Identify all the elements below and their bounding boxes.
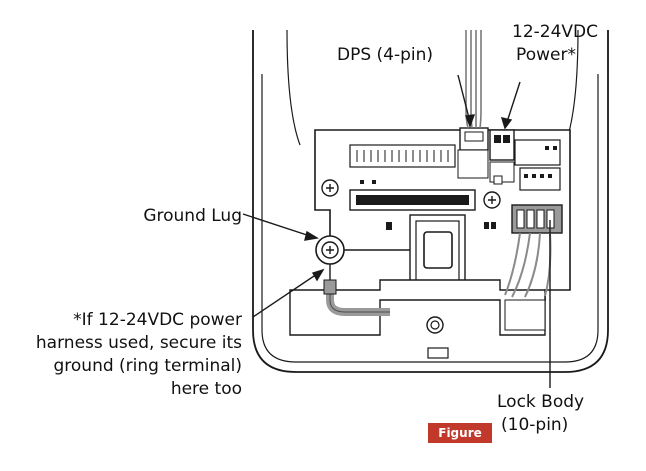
ground-lug-label: Ground Lug [143, 206, 242, 226]
leader-lines [242, 74, 551, 388]
housing-inner-outline [261, 74, 599, 363]
note-line4: here too [170, 379, 242, 399]
power-label-line1: 12-24VDC [512, 22, 598, 42]
ground-lug [315, 235, 345, 280]
lock-body-connector [511, 204, 563, 234]
bracket-screw [426, 316, 444, 334]
note-line1: *If 12-24VDC power [73, 310, 242, 330]
figure-label: Figure 27 [428, 423, 492, 460]
mounting-bracket [289, 279, 546, 336]
header-pins [356, 150, 449, 162]
board-screw-left [321, 179, 339, 197]
housing-outline [252, 30, 609, 373]
center-button [409, 214, 466, 288]
board-screw-right [483, 191, 501, 209]
power-label-line2: Power* [516, 45, 576, 65]
note-line2: harness used, secure its [35, 333, 242, 353]
lock-body-label-line2: (10-pin) [501, 415, 569, 435]
lock-body-label-line1: Lock Body [497, 392, 585, 412]
dps-label: DPS (4-pin) [337, 45, 434, 65]
power-connector [489, 129, 515, 161]
note-line3: ground (ring terminal) [53, 356, 242, 376]
